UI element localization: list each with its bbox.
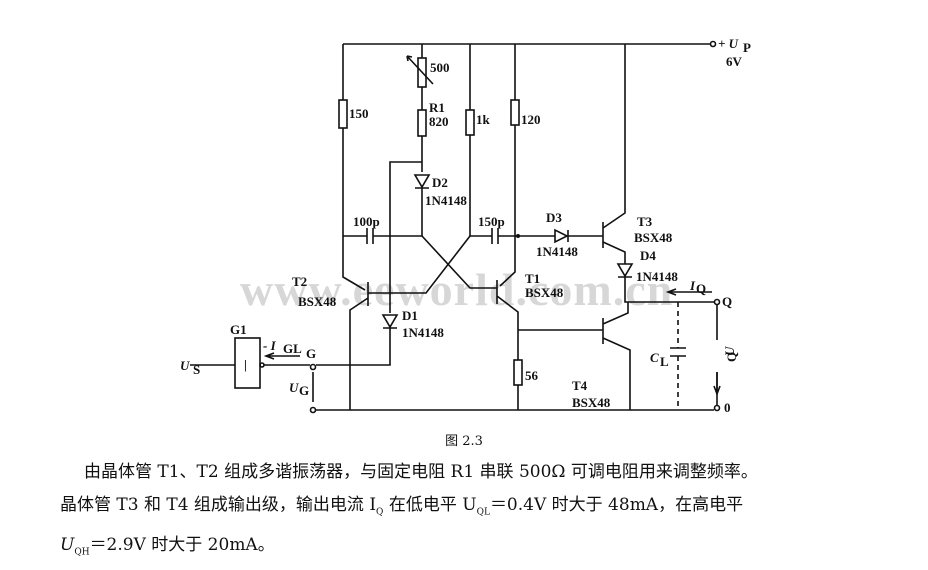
d1-type: 1N4148 xyxy=(402,325,444,340)
description-paragraph: 由晶体管 T1、T2 组成多谐振荡器，与固定电阻 R1 串联 500Ω 可调电阻… xyxy=(60,456,920,570)
resistor-1k xyxy=(465,109,475,136)
iq-arrow-icon xyxy=(665,288,712,296)
gate-symbol: | xyxy=(244,357,247,372)
supply-voltage: 6V xyxy=(726,54,743,69)
paragraph-line-3: UQH＝2.9V 时大于 20mA。 xyxy=(60,529,920,569)
igl-arrow-icon xyxy=(263,352,300,360)
out-q-label: Q xyxy=(722,294,732,309)
text: U xyxy=(60,535,75,556)
transistor-t3 xyxy=(602,44,626,264)
out-zero-label: 0 xyxy=(724,400,731,415)
node-g-label: G xyxy=(306,346,316,361)
d3-name: D3 xyxy=(546,210,562,225)
pot-arrow-icon xyxy=(406,55,434,85)
figure-caption: 图 2.3 xyxy=(445,434,483,449)
iq-sub: Q xyxy=(696,281,706,296)
wire xyxy=(499,44,516,287)
supply-label: + U xyxy=(718,36,739,51)
paragraph-line-1: 由晶体管 T1、T2 组成多谐振荡器，与固定电阻 R1 串联 500Ω 可调电阻… xyxy=(84,462,758,482)
wire xyxy=(389,161,422,313)
uq-label: U xyxy=(722,346,737,356)
capacitor-label: 150p xyxy=(478,214,505,229)
gate-output-bubble xyxy=(259,362,265,368)
resistor-r1 xyxy=(417,109,427,137)
gate-label: G1 xyxy=(230,322,247,337)
supply-terminal xyxy=(709,40,717,48)
ug-sub: G xyxy=(299,383,309,398)
wire xyxy=(342,44,366,291)
text: 晶体管 T3 和 T4 组成输出级，输出电流 I xyxy=(60,495,377,515)
text: ＝0.4V 时大于 48mA，在高电平 xyxy=(489,495,744,515)
output-terminal-0 xyxy=(713,404,721,412)
resistor-label: 120 xyxy=(521,112,541,127)
diode-d2 xyxy=(413,174,431,189)
node-0-terminal xyxy=(309,406,317,414)
paragraph-line-2: 晶体管 T3 和 T4 组成输出级，输出电流 IQ 在低电平 UQL＝0.4V … xyxy=(60,489,920,529)
t2-type: BSX48 xyxy=(298,294,337,309)
d4-name: D4 xyxy=(640,248,656,263)
iq-label: I xyxy=(689,278,696,293)
resistor-120 xyxy=(510,99,520,126)
subscript: QH xyxy=(74,547,90,558)
resistor-label: 500 xyxy=(430,60,450,75)
load-cap-label: C xyxy=(650,350,659,365)
capacitor-label: 100p xyxy=(353,214,380,229)
t2-name: T2 xyxy=(292,274,307,289)
t4-name: T4 xyxy=(572,378,588,393)
text: 在低电平 U xyxy=(383,495,477,515)
diode-d1 xyxy=(381,314,399,329)
cross-coupling xyxy=(368,235,497,294)
junction-dot xyxy=(516,234,520,238)
resistor-label: 1k xyxy=(476,112,491,127)
d1-name: D1 xyxy=(402,308,418,323)
uq-arrow-icon xyxy=(713,372,721,397)
load-capacitor-plates xyxy=(670,347,686,357)
resistor-label: 820 xyxy=(429,114,449,129)
output-terminal-q xyxy=(713,298,721,306)
t3-type: BSX48 xyxy=(634,230,673,245)
transistor-t1 xyxy=(496,280,603,410)
d2-name: D2 xyxy=(432,175,448,190)
t1-name: T1 xyxy=(525,271,540,286)
input-label: U xyxy=(180,358,190,373)
transistor-t4 xyxy=(602,302,631,410)
transistor-t2 xyxy=(349,282,369,410)
wire xyxy=(316,328,391,366)
text: ＝2.9V 时大于 20mA。 xyxy=(89,535,275,556)
gate-g1 xyxy=(234,337,261,389)
resistor-label: R1 xyxy=(429,100,445,115)
capacitor-100p xyxy=(366,228,374,244)
pot-500 xyxy=(417,57,427,88)
subscript: QL xyxy=(476,507,490,518)
load-cap-sub: L xyxy=(660,354,669,369)
supply-sub: P xyxy=(743,40,751,55)
input-sub: S xyxy=(193,362,200,377)
subscript: Q xyxy=(376,507,384,518)
uq-sub: Q xyxy=(724,352,739,362)
diode-d3 xyxy=(554,228,569,244)
resistor-56 xyxy=(513,359,523,386)
node-g-terminal xyxy=(309,363,317,371)
t3-name: T3 xyxy=(637,214,653,229)
t4-type: BSX48 xyxy=(572,395,611,410)
circuit-diagram: www.eeworld.com.cn + U P 6V 150 500 R1 8… xyxy=(180,36,751,415)
d3-type: 1N4148 xyxy=(536,244,578,259)
resistor-label: 56 xyxy=(525,368,539,383)
capacitor-150p xyxy=(491,228,499,244)
igl-sub: GL xyxy=(283,341,302,356)
d4-type: 1N4148 xyxy=(636,269,678,284)
ug-label: U xyxy=(289,380,299,395)
igl-label: - I xyxy=(263,338,277,353)
t1-type: BSX48 xyxy=(525,285,564,300)
resistor-label: 150 xyxy=(349,106,369,121)
wire xyxy=(624,277,714,303)
resistor-150 xyxy=(338,99,348,129)
d2-type: 1N4148 xyxy=(425,193,467,208)
